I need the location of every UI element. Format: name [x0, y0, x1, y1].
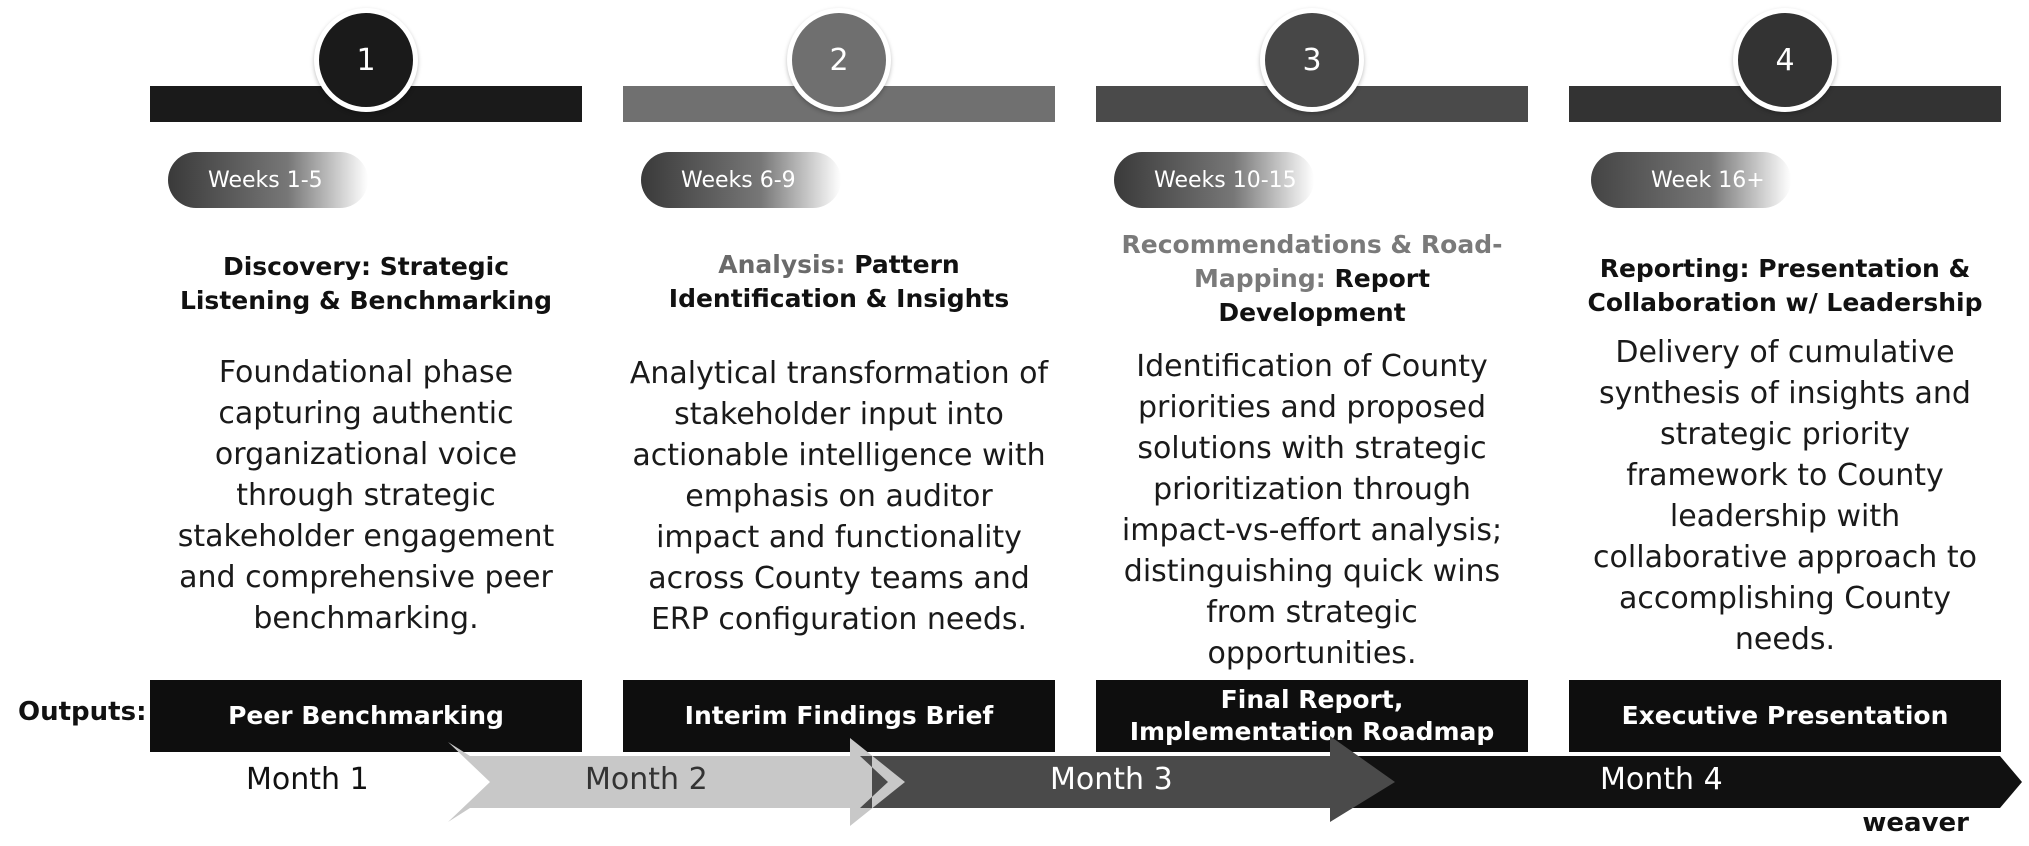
- phase-3: 3 Weeks 10-15 Recommendations & Road-Map…: [1096, 0, 1528, 760]
- phase-4-title: Reporting: Presentation & Collaboration …: [1569, 252, 2001, 320]
- phase-3-weeks-badge: Weeks 10-15: [1114, 152, 1314, 208]
- phase-1-weeks-badge: Weeks 1-5: [168, 152, 368, 208]
- phase-3-title-main: Report Development: [1218, 264, 1431, 327]
- phase-4-output: Executive Presentation: [1569, 680, 2001, 752]
- phase-2-title-prefix: Analysis:: [718, 250, 846, 279]
- phase-3-title-prefix: Recommendations & Road-Mapping:: [1121, 230, 1503, 293]
- phase-3-title: Recommendations & Road-Mapping: Report D…: [1096, 228, 1528, 330]
- phase-1-number-badge: 1: [314, 8, 418, 112]
- phase-1-description: Foundational phase capturing authentic o…: [177, 355, 555, 636]
- phase-1-output: Peer Benchmarking: [150, 680, 582, 752]
- weaver-logo: weaver: [1862, 808, 1969, 838]
- month-1-label: Month 1: [246, 762, 369, 797]
- phase-3-number-badge: 3: [1260, 8, 1364, 112]
- phase-2-description: Analytical transformation of stakeholder…: [629, 356, 1049, 637]
- month-3-label: Month 3: [1050, 762, 1173, 797]
- phase-2-number-badge: 2: [787, 8, 891, 112]
- month-4-label: Month 4: [1600, 762, 1723, 797]
- phase-4-weeks-badge: Week 16+: [1591, 152, 1791, 208]
- phase-4-title-prefix: Reporting:: [1599, 254, 1750, 283]
- month-1-arrow: [860, 756, 888, 808]
- phase-3-output: Final Report, Implementation Roadmap: [1096, 680, 1528, 752]
- phase-4-title-main: Presentation & Collaboration w/ Leadersh…: [1587, 254, 1983, 317]
- phase-2: 2 Weeks 6-9 Analysis: Pattern Identifica…: [623, 0, 1055, 760]
- phase-1-title: Discovery: Strategic Listening & Benchma…: [150, 250, 582, 318]
- phase-4-number-badge: 4: [1733, 8, 1837, 112]
- phase-2-output: Interim Findings Brief: [623, 680, 1055, 752]
- month-2-label: Month 2: [585, 762, 708, 797]
- outputs-label: Outputs:: [18, 697, 147, 727]
- phase-4: 4 Week 16+ Reporting: Presentation & Col…: [1569, 0, 2001, 760]
- phase-2-weeks-badge: Weeks 6-9: [641, 152, 841, 208]
- phase-4-description: Delivery of cumulative synthesis of insi…: [1593, 335, 1977, 657]
- phase-3-description: Identification of County priorities and …: [1121, 349, 1503, 671]
- phase-2-title-main: Pattern Identification & Insights: [668, 250, 1010, 313]
- phase-1: 1 Weeks 1-5 Discovery: Strategic Listeni…: [150, 0, 582, 760]
- phase-1-title-prefix: Discovery: Strategic: [222, 252, 510, 281]
- phase-1-title-main: Listening & Benchmarking: [179, 286, 553, 315]
- phase-2-title: Analysis: Pattern Identification & Insig…: [623, 248, 1055, 316]
